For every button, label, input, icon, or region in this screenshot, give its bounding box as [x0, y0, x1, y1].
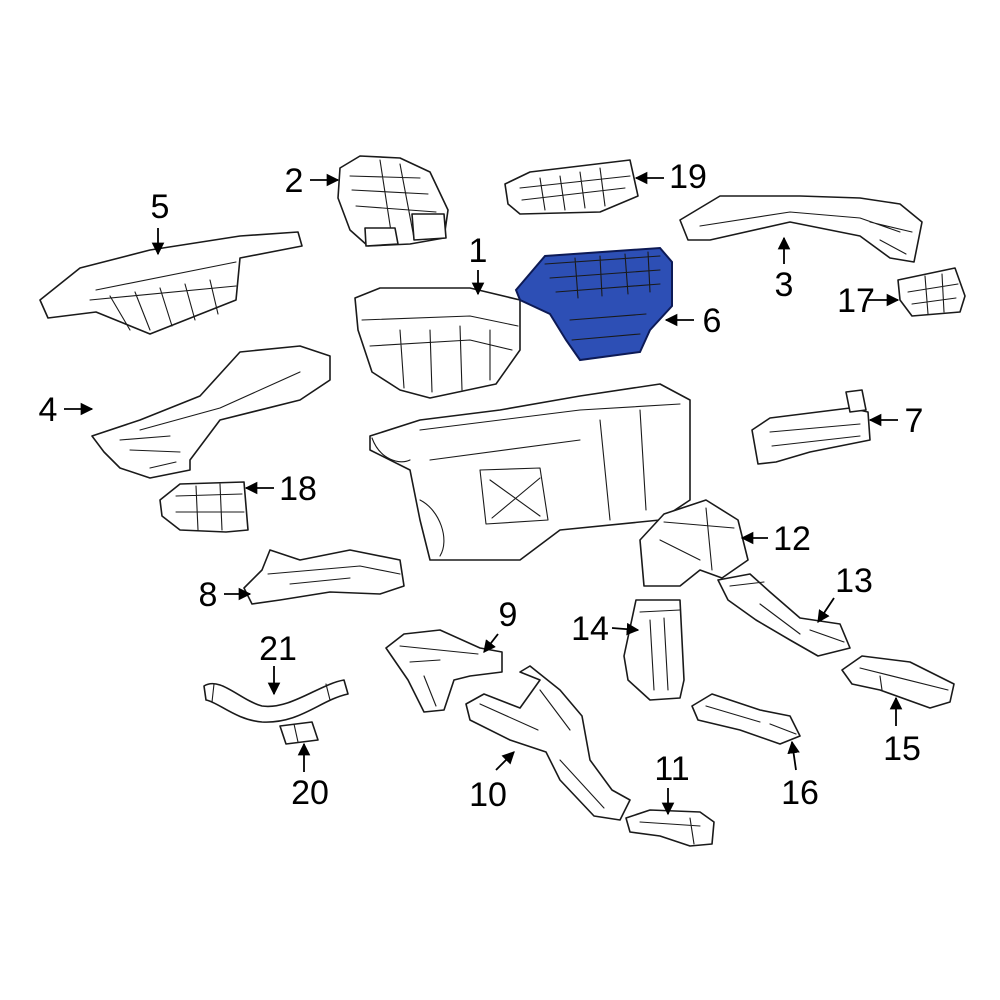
part-1-hvac-case-upper[interactable]	[354, 287, 521, 399]
part-15-duct[interactable]	[841, 655, 955, 709]
part-14-duct[interactable]	[623, 599, 685, 701]
part-4-left-duct[interactable]	[91, 345, 331, 479]
part-12-duct[interactable]	[639, 499, 749, 587]
part-2-vent-duct[interactable]	[337, 155, 449, 247]
part-17-vent[interactable]	[897, 267, 966, 317]
part-20-clip[interactable]	[279, 721, 319, 745]
callout-20: 20	[291, 774, 329, 812]
part-21-hose[interactable]	[203, 679, 349, 723]
hvac-unit-main	[369, 383, 691, 561]
callout-16: 16	[781, 774, 819, 812]
callout-19: 19	[669, 158, 707, 196]
part-13-duct[interactable]	[717, 573, 851, 657]
part-6-center-vent-highlighted[interactable]	[514, 246, 673, 362]
callout-4: 4	[39, 391, 58, 429]
callout-11: 11	[654, 750, 689, 788]
callout-15: 15	[883, 730, 921, 768]
callout-18: 18	[279, 470, 317, 508]
callout-2: 2	[285, 162, 304, 200]
part-11-duct[interactable]	[625, 809, 715, 847]
callout-21: 21	[259, 630, 297, 668]
part-7-duct[interactable]	[751, 389, 871, 465]
callout-9: 9	[499, 596, 518, 634]
callout-7: 7	[905, 402, 924, 440]
callout-14: 14	[571, 610, 609, 648]
part-5-defroster-nozzle[interactable]	[39, 231, 303, 335]
part-8-bracket[interactable]	[243, 549, 405, 605]
part-18-duct[interactable]	[159, 481, 249, 533]
part-16-duct[interactable]	[691, 693, 801, 745]
part-10-duct[interactable]	[465, 665, 631, 821]
callout-6: 6	[703, 302, 722, 340]
callout-labels: 1 2 3 4 5 6 7 8 9 10 11 12 13 14 15 16 1…	[39, 158, 924, 814]
part-19-center-duct[interactable]	[504, 159, 639, 215]
leader-lines	[64, 171, 903, 816]
callout-1: 1	[469, 232, 488, 270]
callout-5: 5	[151, 188, 170, 226]
callout-3: 3	[775, 266, 794, 304]
callout-12: 12	[773, 520, 811, 558]
callout-8: 8	[199, 576, 218, 614]
part-3-side-duct[interactable]	[679, 195, 923, 263]
callout-10: 10	[469, 776, 507, 814]
part-9-duct[interactable]	[385, 629, 503, 713]
callout-17: 17	[837, 282, 875, 320]
callout-13: 13	[835, 562, 873, 600]
